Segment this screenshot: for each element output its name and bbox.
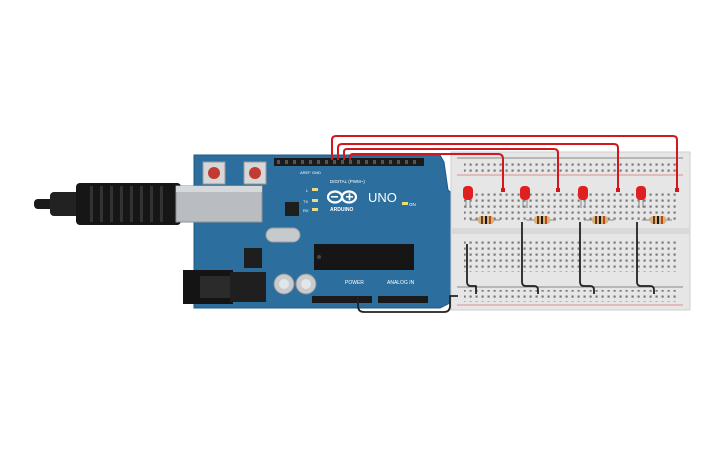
usb-cable[interactable] <box>34 183 181 225</box>
bottom-terminal-holes[interactable] <box>464 240 677 272</box>
wire-pin11[interactable] <box>337 143 619 190</box>
atmega-chip <box>314 244 414 270</box>
resistor-1[interactable] <box>470 216 500 224</box>
arduino-uno-board[interactable]: DIGITAL (PWM~) AREF GND L TX RX ARDUINO … <box>175 154 456 309</box>
capacitor-1 <box>273 273 295 295</box>
crystal <box>265 227 301 243</box>
wire-pin10[interactable] <box>343 148 559 190</box>
resistor-2[interactable] <box>526 216 556 224</box>
l-led <box>312 188 318 191</box>
power-header[interactable] <box>312 296 372 303</box>
ground-wire-1[interactable] <box>466 244 477 294</box>
gnd-label: GND <box>312 170 321 175</box>
led-2[interactable] <box>520 186 530 208</box>
breadboard[interactable] <box>450 151 691 311</box>
brand-label: ARDUINO <box>330 207 353 213</box>
aref-label: AREF <box>300 170 311 175</box>
tx-label: TX <box>303 199 308 204</box>
digital-label: DIGITAL (PWM~) <box>330 179 365 184</box>
analog-label: ANALOG IN <box>387 280 415 286</box>
wire-endpoints <box>501 188 679 192</box>
on-led <box>402 202 408 205</box>
power-label: POWER <box>345 280 364 286</box>
ground-wire-3[interactable] <box>579 222 595 294</box>
rx-label: RX <box>303 208 309 213</box>
voltage-regulator <box>244 248 262 268</box>
wire-pin9[interactable] <box>349 153 504 190</box>
tx-led <box>312 199 318 202</box>
wire-pin12[interactable] <box>331 135 678 190</box>
reset-button[interactable] <box>202 161 226 185</box>
on-label: ON <box>409 202 416 207</box>
led-1[interactable] <box>463 186 473 208</box>
ground-wire-2[interactable] <box>521 222 539 294</box>
power-jack <box>183 270 233 304</box>
ground-wire-arduino[interactable] <box>357 295 458 313</box>
ground-wires[interactable] <box>357 222 655 313</box>
bottom-rail-holes[interactable] <box>464 290 677 302</box>
center-channel <box>452 228 689 234</box>
usb-chip <box>285 202 299 216</box>
led-4[interactable] <box>636 186 646 208</box>
arduino-logo-icon <box>326 190 358 204</box>
power-block <box>230 272 266 302</box>
analog-header[interactable] <box>378 296 428 303</box>
l-label: L <box>306 188 309 193</box>
led-3[interactable] <box>578 186 588 208</box>
model-label: UNO <box>368 190 397 205</box>
reset-button-2[interactable] <box>243 161 267 185</box>
capacitor-2 <box>295 273 317 295</box>
top-rail-holes[interactable] <box>464 160 677 172</box>
resistor-4[interactable] <box>642 216 672 224</box>
ground-wire-4[interactable] <box>636 222 655 294</box>
rx-led <box>312 208 318 211</box>
resistor-3[interactable] <box>584 216 614 224</box>
signal-wires[interactable] <box>331 135 678 190</box>
